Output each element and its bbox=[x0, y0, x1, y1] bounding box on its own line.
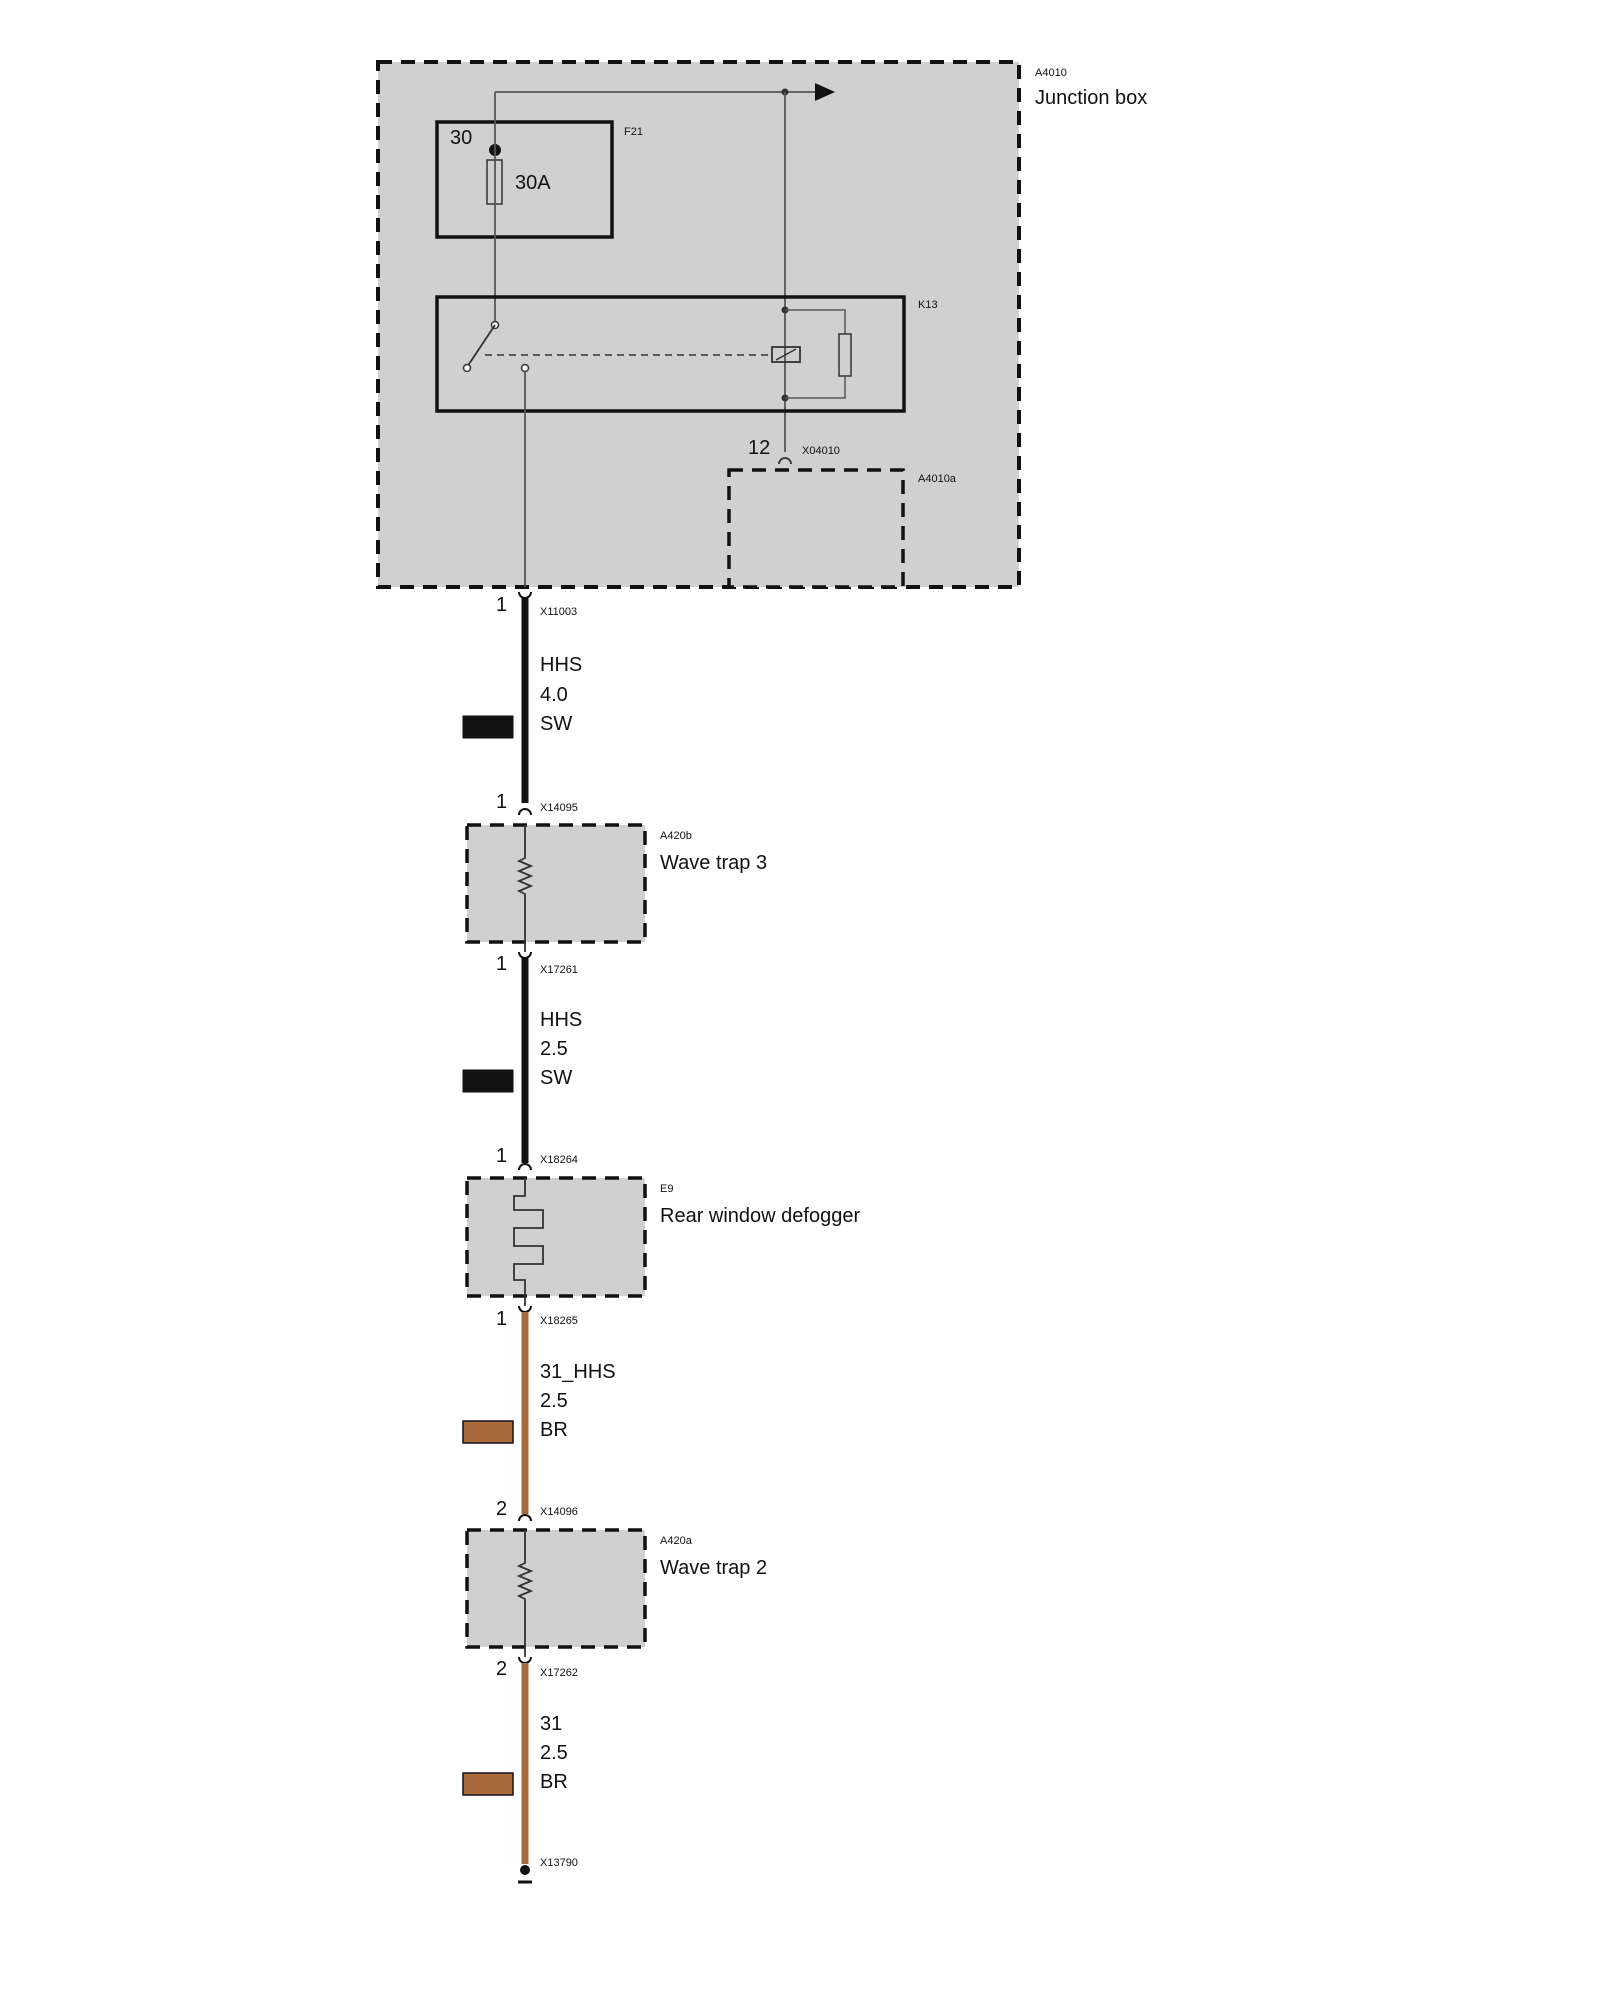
connector-x17261-id: X17261 bbox=[540, 964, 578, 976]
ground-connector-id: X13790 bbox=[540, 1857, 578, 1869]
connector-x17261-pin: 1 bbox=[496, 953, 507, 975]
wire-2-color-code: SW bbox=[540, 1067, 572, 1089]
junction-box-id: A4010 bbox=[1035, 67, 1067, 79]
connector-x14095-id: X14095 bbox=[540, 802, 578, 814]
connector-x11003-icon bbox=[518, 591, 532, 599]
wire-4-gauge: 2.5 bbox=[540, 1742, 568, 1764]
heating-element-icon bbox=[513, 1178, 544, 1306]
connector-x14095-pin: 1 bbox=[496, 791, 507, 813]
connector-x17262-pin: 2 bbox=[496, 1658, 507, 1680]
junction-box[interactable] bbox=[376, 60, 1021, 589]
connector-x11003-pin: 1 bbox=[496, 594, 507, 616]
wave-trap-3-resistor-icon bbox=[516, 825, 534, 952]
connector-x18265-icon bbox=[518, 1305, 532, 1313]
connector-x14096-pin: 2 bbox=[496, 1498, 507, 1520]
connector-x17262-id: X17262 bbox=[540, 1667, 578, 1679]
fuse-rating: 30A bbox=[515, 172, 551, 194]
connector-x17261-icon bbox=[518, 951, 532, 959]
ground-point-icon bbox=[520, 1865, 530, 1875]
relay-coil-icon bbox=[771, 346, 801, 363]
connector-x14096-id: X14096 bbox=[540, 1506, 578, 1518]
wave-trap-2-name: Wave trap 2 bbox=[660, 1557, 767, 1579]
connector-x17262-icon bbox=[518, 1656, 532, 1664]
connector-x04010-icon bbox=[778, 457, 792, 465]
relay-contact-nc bbox=[462, 363, 472, 373]
wire-2-color-swatch bbox=[462, 1069, 514, 1093]
connector-x04010-id: X04010 bbox=[802, 445, 840, 457]
wire-3-gauge: 2.5 bbox=[540, 1390, 568, 1412]
relay-resistor-line-top bbox=[785, 309, 846, 334]
wire-2-signal: HHS bbox=[540, 1009, 582, 1031]
connector-x18264-pin: 1 bbox=[496, 1145, 507, 1167]
wave-trap-2-id: A420a bbox=[660, 1535, 693, 1547]
fuse-terminal-label: 30 bbox=[450, 127, 472, 149]
connector-x18264-icon bbox=[518, 1163, 532, 1171]
wire-4-color-swatch bbox=[462, 1772, 514, 1796]
wave-trap-2-box[interactable] bbox=[465, 1528, 647, 1649]
wire-1-gauge: 4.0 bbox=[540, 684, 568, 706]
connector-x18264-id: X18264 bbox=[540, 1154, 578, 1166]
wire-4-color-code: BR bbox=[540, 1771, 568, 1793]
wave-trap-3-id: A420b bbox=[660, 830, 692, 842]
relay-contact-no bbox=[520, 363, 530, 373]
wire-3-signal: 31_HHS bbox=[540, 1361, 616, 1383]
defogger-name: Rear window defogger bbox=[660, 1205, 860, 1227]
fuse-id: F21 bbox=[624, 126, 643, 138]
relay-resistor-line-bottom bbox=[785, 376, 846, 399]
defogger-id: E9 bbox=[660, 1183, 673, 1195]
connector-x11003-id: X11003 bbox=[540, 606, 577, 618]
relay-coil-slash bbox=[775, 348, 797, 361]
wire-3-color-code: BR bbox=[540, 1419, 568, 1441]
connector-x14096-icon bbox=[518, 1514, 532, 1522]
relay-switch-arm bbox=[466, 324, 496, 368]
wire-1-signal: HHS bbox=[540, 654, 582, 676]
wire-3-color-swatch bbox=[462, 1420, 514, 1444]
wire-4-signal: 31 bbox=[540, 1713, 562, 1735]
feed-arrow-icon bbox=[815, 83, 835, 101]
connector-x04010-pin: 12 bbox=[748, 437, 770, 459]
wire-1-color-swatch bbox=[462, 715, 514, 739]
relay-id: K13 bbox=[918, 299, 938, 311]
fuse-f21-box[interactable] bbox=[435, 120, 614, 239]
wave-trap-2-resistor-icon bbox=[516, 1530, 534, 1657]
wire-2-gauge: 2.5 bbox=[540, 1038, 568, 1060]
defogger-box[interactable] bbox=[465, 1176, 647, 1298]
connector-x18265-pin: 1 bbox=[496, 1308, 507, 1330]
junction-box-sub-id: A4010a bbox=[918, 473, 957, 485]
wire-1-color-code: SW bbox=[540, 713, 572, 735]
wave-trap-3-name: Wave trap 3 bbox=[660, 852, 767, 874]
junction-box-name: Junction box bbox=[1035, 87, 1147, 109]
connector-x18265-id: X18265 bbox=[540, 1315, 578, 1327]
junction-box-sub-a4010a[interactable] bbox=[727, 468, 905, 589]
connector-x14095-icon bbox=[518, 808, 532, 816]
relay-k13-box[interactable] bbox=[435, 295, 906, 413]
wave-trap-3-box[interactable] bbox=[465, 823, 647, 944]
